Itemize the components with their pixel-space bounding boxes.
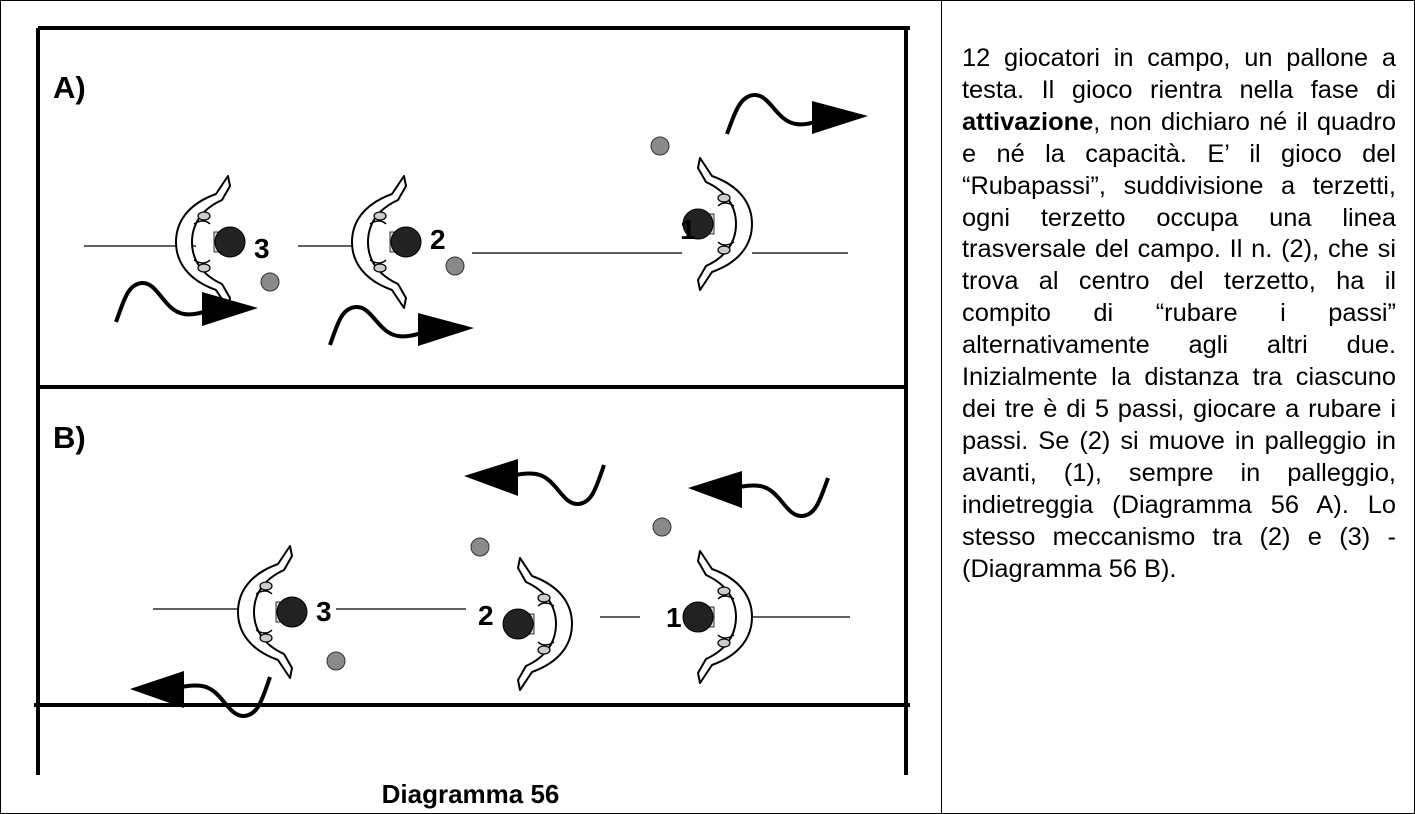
- column-divider: [941, 0, 942, 814]
- panel-b-arrow-left-2: [688, 471, 830, 518]
- basketball-icon: [326, 651, 346, 671]
- description-bold-word: attivazione: [962, 107, 1094, 136]
- description-paragraph: 12 giocatori in campo, un pallone a test…: [962, 43, 1396, 585]
- panel-a-arrow-right-2: [328, 305, 474, 346]
- panel-b-player-2-number: 2: [478, 600, 494, 631]
- panel-b-player-2: [502, 557, 573, 691]
- basketball-icon: [650, 136, 670, 156]
- description-text-2: , non dichiaro né il quadro e né la capa…: [962, 107, 1396, 583]
- panel-b-player-3-number: 3: [316, 596, 332, 627]
- panel-b-player-1-number: 1: [666, 602, 682, 633]
- panel-b-arrow-left-3: [130, 671, 272, 718]
- diagram-caption: Diagramma 56: [381, 779, 560, 809]
- basketball-icon: [260, 272, 280, 292]
- panel-a-player-1-number: 1: [680, 214, 696, 245]
- panel-a-player-2-number: 2: [430, 224, 446, 255]
- court-lines: [34, 26, 910, 775]
- panel-a-line: [84, 245, 848, 254]
- panel-b-player-1: [682, 550, 753, 684]
- panel-a-label: A): [53, 70, 86, 105]
- panel-b-arrow-left-1: [464, 459, 606, 506]
- basketball-icon: [652, 517, 672, 537]
- panel-a-player-2: [351, 175, 422, 309]
- panel-b-label: B): [53, 420, 86, 455]
- panel-a-arrow-right-1: [114, 281, 258, 326]
- panel-b-player-3: [237, 545, 308, 679]
- panel-a-player-3: [175, 175, 246, 309]
- description-text-1: 12 giocatori in campo, un pallone a test…: [962, 44, 1396, 104]
- basketball-icon: [445, 256, 465, 276]
- court-diagram: [34, 26, 910, 775]
- panel-a-player-3-number: 3: [254, 233, 270, 264]
- basketball-icon: [470, 537, 490, 557]
- panel-a-arrow-right-3: [725, 93, 868, 135]
- panel-b-line: [153, 608, 850, 618]
